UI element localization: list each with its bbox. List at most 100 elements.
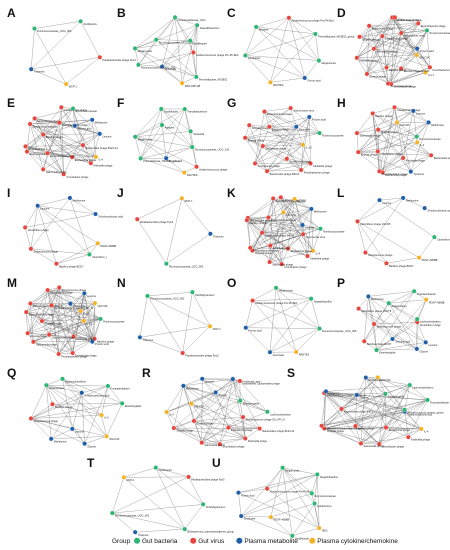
edge (377, 377, 386, 394)
edge (62, 378, 82, 393)
edge (379, 107, 395, 172)
node (379, 33, 385, 39)
edge (135, 131, 191, 138)
edge (256, 26, 305, 79)
node-label: Streptococcus phage (33, 249, 58, 253)
edge (51, 303, 71, 306)
node-label: Alistipes (259, 28, 269, 32)
edge (324, 392, 405, 410)
edge (202, 378, 268, 412)
edge (74, 125, 97, 157)
edge (46, 385, 52, 439)
node (153, 37, 159, 43)
panel-letter: S (287, 366, 295, 380)
node-label: Enterobacteria phage (271, 218, 296, 222)
node-label: Parabacteroides phage Fps3 (140, 220, 174, 224)
edge (43, 119, 93, 135)
node-label: Formic acid (241, 493, 255, 497)
node (316, 58, 322, 63)
node (82, 441, 87, 447)
edge (366, 36, 383, 74)
node-label: Erwinia phage (370, 75, 387, 79)
node-label: Enterobacteria phage (267, 112, 292, 116)
edge (135, 124, 163, 137)
edge (59, 287, 71, 304)
edge (37, 205, 96, 215)
edge (183, 385, 241, 401)
node (171, 425, 177, 431)
node (132, 134, 138, 140)
edge (270, 503, 315, 518)
edge (137, 219, 167, 264)
node (28, 66, 34, 72)
edge (404, 409, 409, 438)
edge (356, 377, 366, 396)
edges (25, 107, 100, 175)
edge (62, 378, 123, 404)
edge (26, 312, 34, 342)
edge (135, 108, 185, 137)
edge (364, 303, 389, 342)
edge (201, 400, 241, 443)
node-label: Oscillibacter (295, 536, 309, 540)
node-label: Clostridium phage (28, 228, 49, 232)
edge (47, 133, 100, 154)
edge (372, 113, 379, 130)
edge (239, 400, 246, 439)
node-label: Shigella phage (255, 251, 273, 255)
edge (294, 198, 312, 210)
panel-j: JThiamineRuminococcaceae_UCG_002Parabact… (117, 186, 224, 268)
edge (192, 292, 211, 327)
edge (29, 123, 96, 158)
node-label: Ruminococcaceae (314, 494, 336, 498)
edge (355, 411, 405, 427)
edge (373, 323, 393, 340)
panel-letter: N (117, 276, 126, 290)
edge (358, 110, 414, 153)
node-label: Enterobacteria phage (29, 313, 54, 317)
node (267, 349, 273, 355)
edge (41, 303, 71, 322)
edge (173, 427, 260, 429)
edge (365, 377, 409, 438)
node (262, 109, 267, 114)
node (181, 170, 187, 175)
edge (47, 145, 83, 154)
edge (250, 224, 303, 248)
node-label: Ruminococcaceae_UCG_005 (141, 65, 176, 69)
node-label: Clostridium_I (437, 238, 450, 242)
node-label: GM-CSF (109, 437, 120, 441)
edge (47, 290, 52, 306)
edge (183, 385, 202, 443)
edge (201, 442, 220, 445)
edge (30, 403, 123, 419)
node-label: Caudovirales phage (397, 108, 421, 112)
edge (238, 474, 318, 493)
panel-letter: I (7, 186, 10, 200)
edge (34, 118, 44, 135)
edge (247, 198, 274, 219)
node-label: Cronobacter phage (284, 265, 307, 269)
edge (34, 21, 81, 29)
edge (376, 291, 415, 351)
node-label: Streptococcus phage (276, 199, 301, 203)
edge (286, 126, 297, 159)
edge (47, 289, 93, 342)
edge (80, 311, 95, 339)
edge (357, 197, 404, 222)
edge (193, 378, 233, 422)
node (240, 414, 246, 420)
edge (139, 295, 148, 338)
edge (191, 392, 216, 404)
node (45, 287, 51, 293)
node (279, 261, 285, 267)
edge (266, 126, 297, 172)
edge (84, 293, 93, 342)
edge (80, 310, 101, 320)
edge (388, 291, 415, 304)
edge (300, 116, 310, 170)
node (268, 243, 273, 248)
edge (247, 217, 263, 233)
node (56, 351, 62, 357)
